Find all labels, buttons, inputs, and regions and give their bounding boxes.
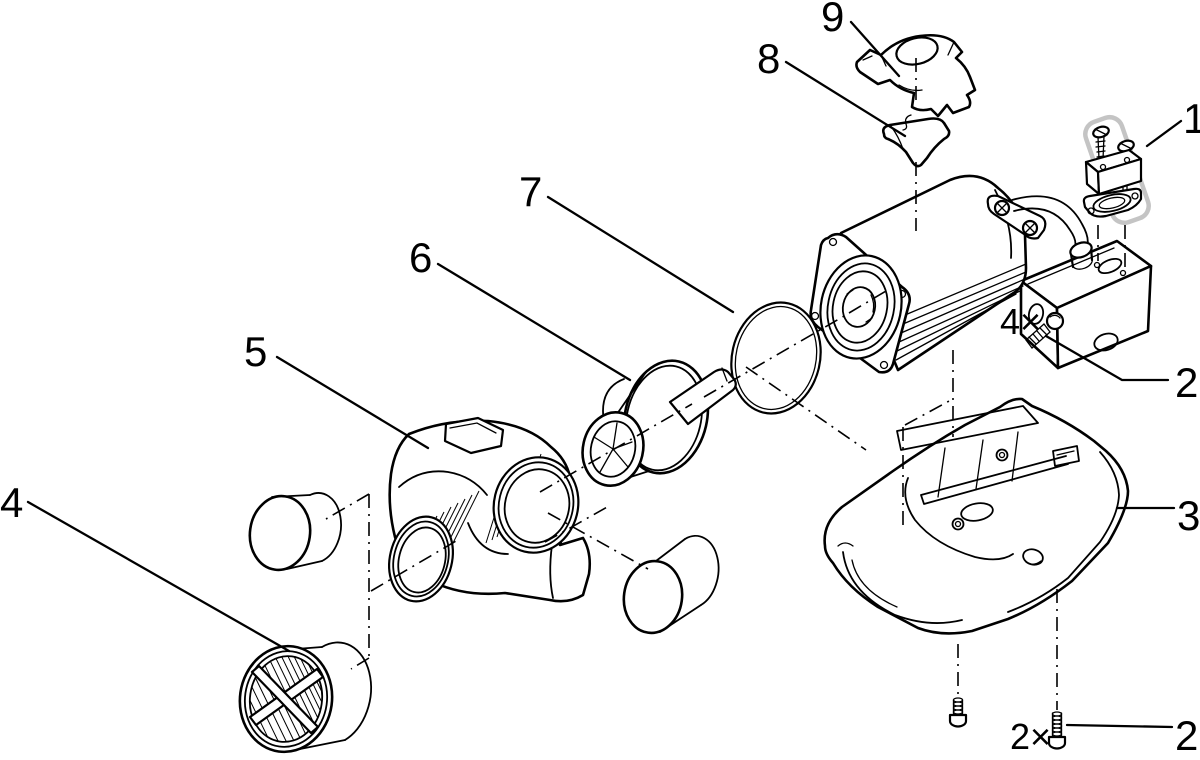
part-2-screw-base-left <box>948 697 968 728</box>
motor-unit <box>809 174 1094 374</box>
callout-2-top: 2 <box>1175 359 1198 406</box>
callout-8: 8 <box>757 35 780 82</box>
part-2-screw-4x <box>1025 311 1065 349</box>
terminal-box <box>1019 239 1153 370</box>
quantity-2x: 2× <box>1010 716 1051 757</box>
callout-6: 6 <box>409 234 432 281</box>
center-lines <box>325 58 1126 710</box>
part-6-impeller <box>581 359 737 487</box>
part-9-cover-clip <box>855 33 977 118</box>
part-7-o-ring <box>730 301 822 415</box>
callout-5: 5 <box>244 328 267 375</box>
callout-9: 9 <box>821 0 844 40</box>
part-8-clamp-wedge <box>881 114 951 168</box>
port-cap-right <box>622 534 720 635</box>
part-1-cable-clamp-assembly <box>1082 114 1151 226</box>
callout-4: 4 <box>0 479 23 526</box>
callout-7: 7 <box>519 168 542 215</box>
callout-3: 3 <box>1177 492 1200 539</box>
part-4-strainer-cap <box>238 641 372 754</box>
leader-lines <box>26 20 1183 729</box>
part-5-pump-housing <box>388 416 592 603</box>
quantity-4x: 4× <box>1000 301 1041 342</box>
part-2-screw-base-right <box>1047 711 1067 750</box>
callout-1: 1 <box>1183 95 1200 142</box>
callout-2-bottom: 2 <box>1175 712 1198 759</box>
part-3-base <box>823 397 1130 635</box>
port-cap-left <box>248 492 342 572</box>
clamp-screw-icon <box>1092 125 1110 166</box>
